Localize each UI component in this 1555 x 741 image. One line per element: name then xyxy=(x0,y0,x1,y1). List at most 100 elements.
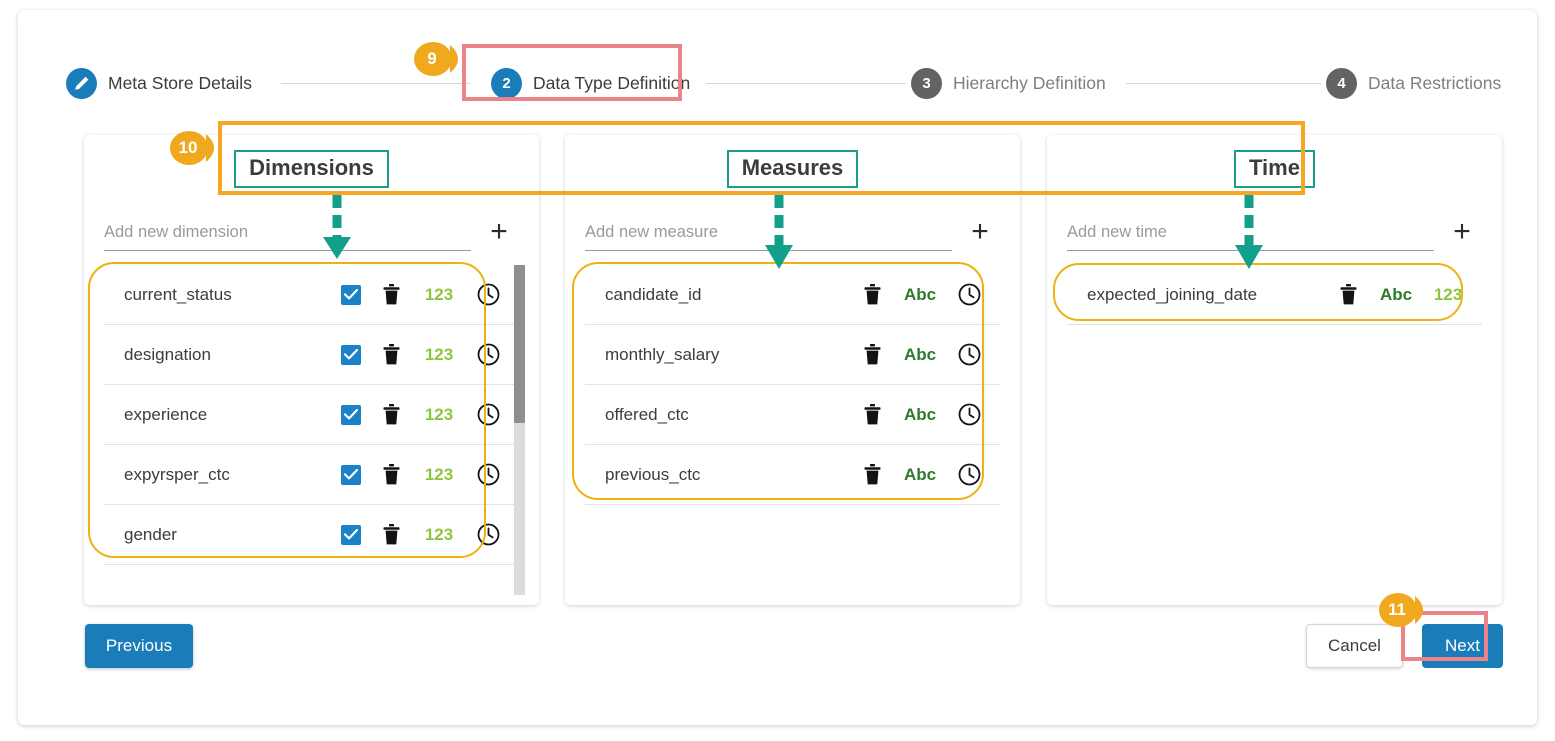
dimensions-column: Dimensions + current_status123designatio… xyxy=(84,135,539,605)
column-header: Measures xyxy=(565,135,1020,203)
item-name: expyrsper_ctc xyxy=(124,465,333,485)
type-abc-button[interactable]: Abc xyxy=(894,285,946,305)
list-item[interactable]: expected_joining_dateAbc123 xyxy=(1067,265,1482,325)
delete-icon[interactable] xyxy=(850,464,894,485)
type-time-button[interactable] xyxy=(465,463,511,486)
delete-icon[interactable] xyxy=(369,344,413,365)
plus-icon[interactable]: + xyxy=(1442,217,1482,251)
dimensions-scrollbar[interactable] xyxy=(514,265,525,595)
type-number-button[interactable]: 123 xyxy=(413,405,465,425)
time-column: Time + expected_joining_dateAbc123 xyxy=(1047,135,1502,605)
step-number: 4 xyxy=(1326,68,1357,99)
item-name: offered_ctc xyxy=(605,405,850,425)
plus-icon[interactable]: + xyxy=(479,217,519,251)
previous-button[interactable]: Previous xyxy=(85,624,193,668)
trash-glyph xyxy=(864,404,881,425)
trash-glyph xyxy=(383,404,400,425)
trash-glyph xyxy=(383,344,400,365)
item-actions: Abc123 xyxy=(1326,284,1474,305)
step-number: 3 xyxy=(911,68,942,99)
type-time-button[interactable] xyxy=(946,463,992,486)
wizard-stepper: Meta Store Details 2 Data Type Definitio… xyxy=(66,58,1501,108)
item-name: monthly_salary xyxy=(605,345,850,365)
item-actions: 123 xyxy=(333,463,511,486)
column-header: Dimensions xyxy=(84,135,539,203)
step-data-type-definition[interactable]: 2 Data Type Definition xyxy=(491,58,690,108)
step-label: Data Restrictions xyxy=(1368,73,1501,94)
clock-glyph xyxy=(958,283,981,306)
item-actions: Abc xyxy=(850,403,992,426)
type-time-button[interactable] xyxy=(946,283,992,306)
type-time-button[interactable] xyxy=(946,403,992,426)
dimensions-title: Dimensions xyxy=(234,150,389,188)
checkbox-icon xyxy=(341,285,361,305)
type-abc-button[interactable]: Abc xyxy=(894,465,946,485)
step-meta-store-details[interactable]: Meta Store Details xyxy=(66,58,252,108)
clock-glyph xyxy=(958,463,981,486)
clock-glyph xyxy=(958,343,981,366)
delete-icon[interactable] xyxy=(1326,284,1370,305)
step-data-restrictions[interactable]: 4 Data Restrictions xyxy=(1326,58,1501,108)
delete-icon[interactable] xyxy=(850,404,894,425)
list-item[interactable]: offered_ctc Abc xyxy=(585,385,1000,445)
list-item[interactable]: monthly_salary Abc xyxy=(585,325,1000,385)
delete-icon[interactable] xyxy=(369,284,413,305)
delete-icon[interactable] xyxy=(369,404,413,425)
clock-glyph xyxy=(958,403,981,426)
type-number-button[interactable]: 123 xyxy=(413,345,465,365)
list-item[interactable]: gender123 xyxy=(104,505,519,565)
trash-glyph xyxy=(1340,284,1357,305)
checkbox-icon xyxy=(341,525,361,545)
type-time-button[interactable] xyxy=(465,283,511,306)
item-actions: 123 xyxy=(333,283,511,306)
type-time-button[interactable] xyxy=(465,523,511,546)
select-checkbox[interactable] xyxy=(333,285,369,305)
type-abc-button[interactable]: Abc xyxy=(894,405,946,425)
add-measure-row: + xyxy=(585,203,1000,251)
add-dimension-input[interactable] xyxy=(104,221,471,251)
plus-icon[interactable]: + xyxy=(960,217,1000,251)
item-name: experience xyxy=(124,405,333,425)
clock-glyph xyxy=(477,403,500,426)
type-number-button[interactable]: 123 xyxy=(413,285,465,305)
add-time-input[interactable] xyxy=(1067,221,1434,251)
clock-glyph xyxy=(477,463,500,486)
item-actions: 123 xyxy=(333,523,511,546)
select-checkbox[interactable] xyxy=(333,345,369,365)
delete-icon[interactable] xyxy=(850,284,894,305)
type-abc-button[interactable]: Abc xyxy=(1370,285,1422,305)
scrollbar-thumb[interactable] xyxy=(514,265,525,423)
time-list: expected_joining_dateAbc123 xyxy=(1067,265,1482,595)
delete-icon[interactable] xyxy=(369,524,413,545)
next-button[interactable]: Next xyxy=(1422,624,1503,668)
item-name: current_status xyxy=(124,285,333,305)
type-number-button[interactable]: 123 xyxy=(413,465,465,485)
select-checkbox[interactable] xyxy=(333,525,369,545)
list-item[interactable]: expyrsper_ctc 123 xyxy=(104,445,519,505)
dimensions-list: current_status123designation123experienc… xyxy=(104,265,519,595)
type-time-button[interactable] xyxy=(465,343,511,366)
step-hierarchy-definition[interactable]: 3 Hierarchy Definition xyxy=(911,58,1106,108)
column-header: Time xyxy=(1047,135,1502,203)
add-measure-input[interactable] xyxy=(585,221,952,251)
checkbox-icon xyxy=(341,345,361,365)
type-time-button[interactable] xyxy=(946,343,992,366)
type-number-button[interactable]: 123 xyxy=(413,525,465,545)
item-name: previous_ctc xyxy=(605,465,850,485)
list-item[interactable]: current_status 123 xyxy=(104,265,519,325)
list-item[interactable]: designation 123 xyxy=(104,325,519,385)
list-item[interactable]: candidate_idAbc xyxy=(585,265,1000,325)
item-actions: Abc xyxy=(850,463,992,486)
type-number-button[interactable]: 123 xyxy=(1422,285,1474,305)
delete-icon[interactable] xyxy=(369,464,413,485)
select-checkbox[interactable] xyxy=(333,405,369,425)
select-checkbox[interactable] xyxy=(333,465,369,485)
type-time-button[interactable] xyxy=(465,403,511,426)
list-item[interactable]: previous_ctc Abc xyxy=(585,445,1000,505)
trash-glyph xyxy=(864,284,881,305)
cancel-button[interactable]: Cancel xyxy=(1306,624,1403,668)
type-abc-button[interactable]: Abc xyxy=(894,345,946,365)
item-name: designation xyxy=(124,345,333,365)
delete-icon[interactable] xyxy=(850,344,894,365)
list-item[interactable]: experience 123 xyxy=(104,385,519,445)
